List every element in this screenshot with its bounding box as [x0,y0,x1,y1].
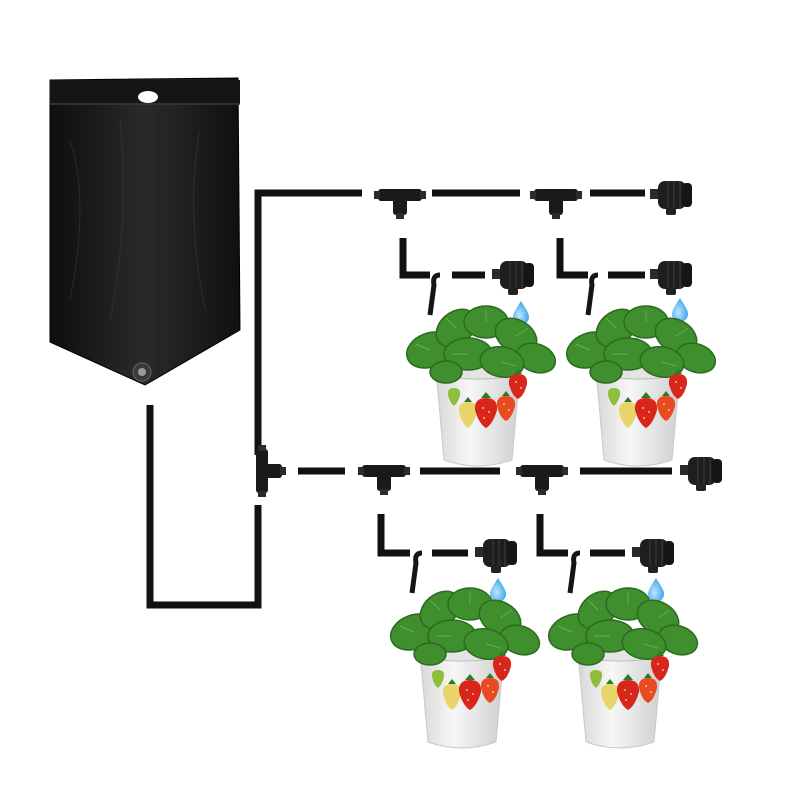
water-drop-icon [490,578,506,602]
dripper [649,260,693,296]
potted-strawberry-plant-2 [560,300,721,467]
main-tubing [146,189,672,609]
potted-strawberry-plant-1 [400,300,561,467]
tee-connector [256,445,286,497]
water-drop-icon [648,578,664,602]
dripper [474,538,518,574]
tee-connector [374,189,426,219]
tee-connector [358,465,410,495]
dripper [491,260,535,296]
dripper [679,456,723,492]
potted-strawberry-plant-4 [542,582,703,749]
hanging-hole [138,91,158,103]
tee-connector [516,465,568,495]
dripper [631,538,675,574]
potted-strawberry-plant-3 [384,582,545,749]
drip-stakes [409,272,599,594]
dripper [649,180,693,216]
tee-connector [530,189,582,219]
plants [384,300,721,749]
water-bag [49,77,241,386]
